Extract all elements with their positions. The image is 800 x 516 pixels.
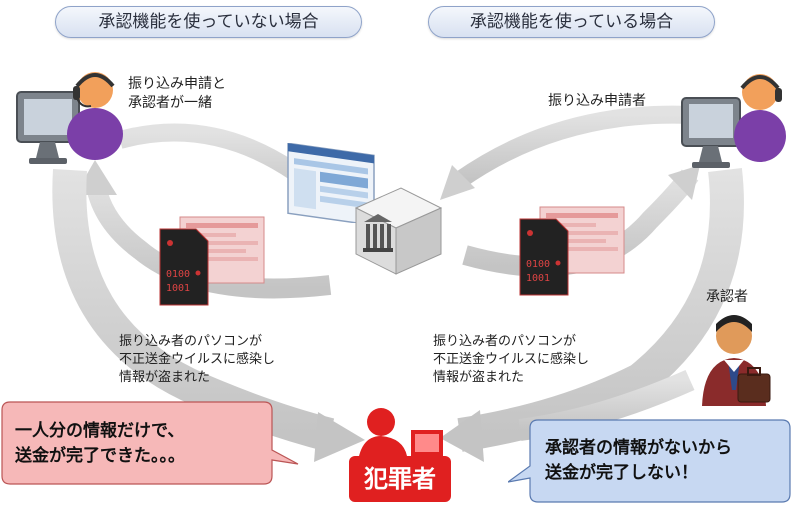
web-browser-icon — [287, 143, 375, 223]
applicant-pc-icon — [681, 74, 786, 168]
left-bubble-text: 一人分の情報だけで、 送金が完了できた。。。 — [15, 421, 185, 466]
criminal-label: 犯罪者 — [364, 465, 436, 493]
approver-businessman-icon — [702, 315, 771, 406]
label-applicant: 振り込み申請者 — [548, 93, 646, 109]
infected-document-left-icon: 0100 1001 — [159, 216, 265, 306]
title-with-approval: 承認機能を使っている場合 — [428, 6, 715, 38]
label-approver: 承認者 — [706, 289, 748, 305]
infected-document-right-icon: 0100 1001 — [519, 206, 625, 296]
svg-text:1001: 1001 — [526, 273, 550, 284]
arrow-head-right-criminal — [440, 410, 484, 462]
svg-text:0100: 0100 — [166, 269, 190, 280]
arrow-right-pc-to-bank — [454, 105, 691, 188]
arrow-left-to-criminal — [52, 168, 335, 452]
label-applicant-approver-same: 振り込み申請と 承認者が一緒 — [128, 76, 226, 111]
caption-left-infection: 振り込み者のパソコンが 不正送金ウイルスに感染し 情報が盗まれた — [119, 334, 276, 385]
svg-text:1001: 1001 — [166, 283, 190, 294]
left-bubble-shape — [1, 401, 299, 485]
arrow-head-right-up — [668, 165, 700, 200]
title-without-approval: 承認機能を使っていない場合 — [55, 6, 362, 38]
svg-text:0100: 0100 — [526, 259, 550, 270]
arrow-head-left-criminal — [314, 412, 365, 462]
arrow-loop-left-up — [85, 178, 332, 299]
operator-pc-icon — [16, 72, 123, 164]
caption-right-infection: 振り込み者のパソコンが 不正送金ウイルスに感染し 情報が盗まれた — [433, 334, 590, 385]
arrow-head-bank-right — [440, 165, 475, 200]
right-bubble-text: 承認者の情報がないから 送金が完了しない！ — [545, 438, 732, 483]
criminal-icon — [349, 408, 451, 502]
bank-icon — [354, 187, 443, 275]
right-bubble-shape — [508, 419, 791, 503]
